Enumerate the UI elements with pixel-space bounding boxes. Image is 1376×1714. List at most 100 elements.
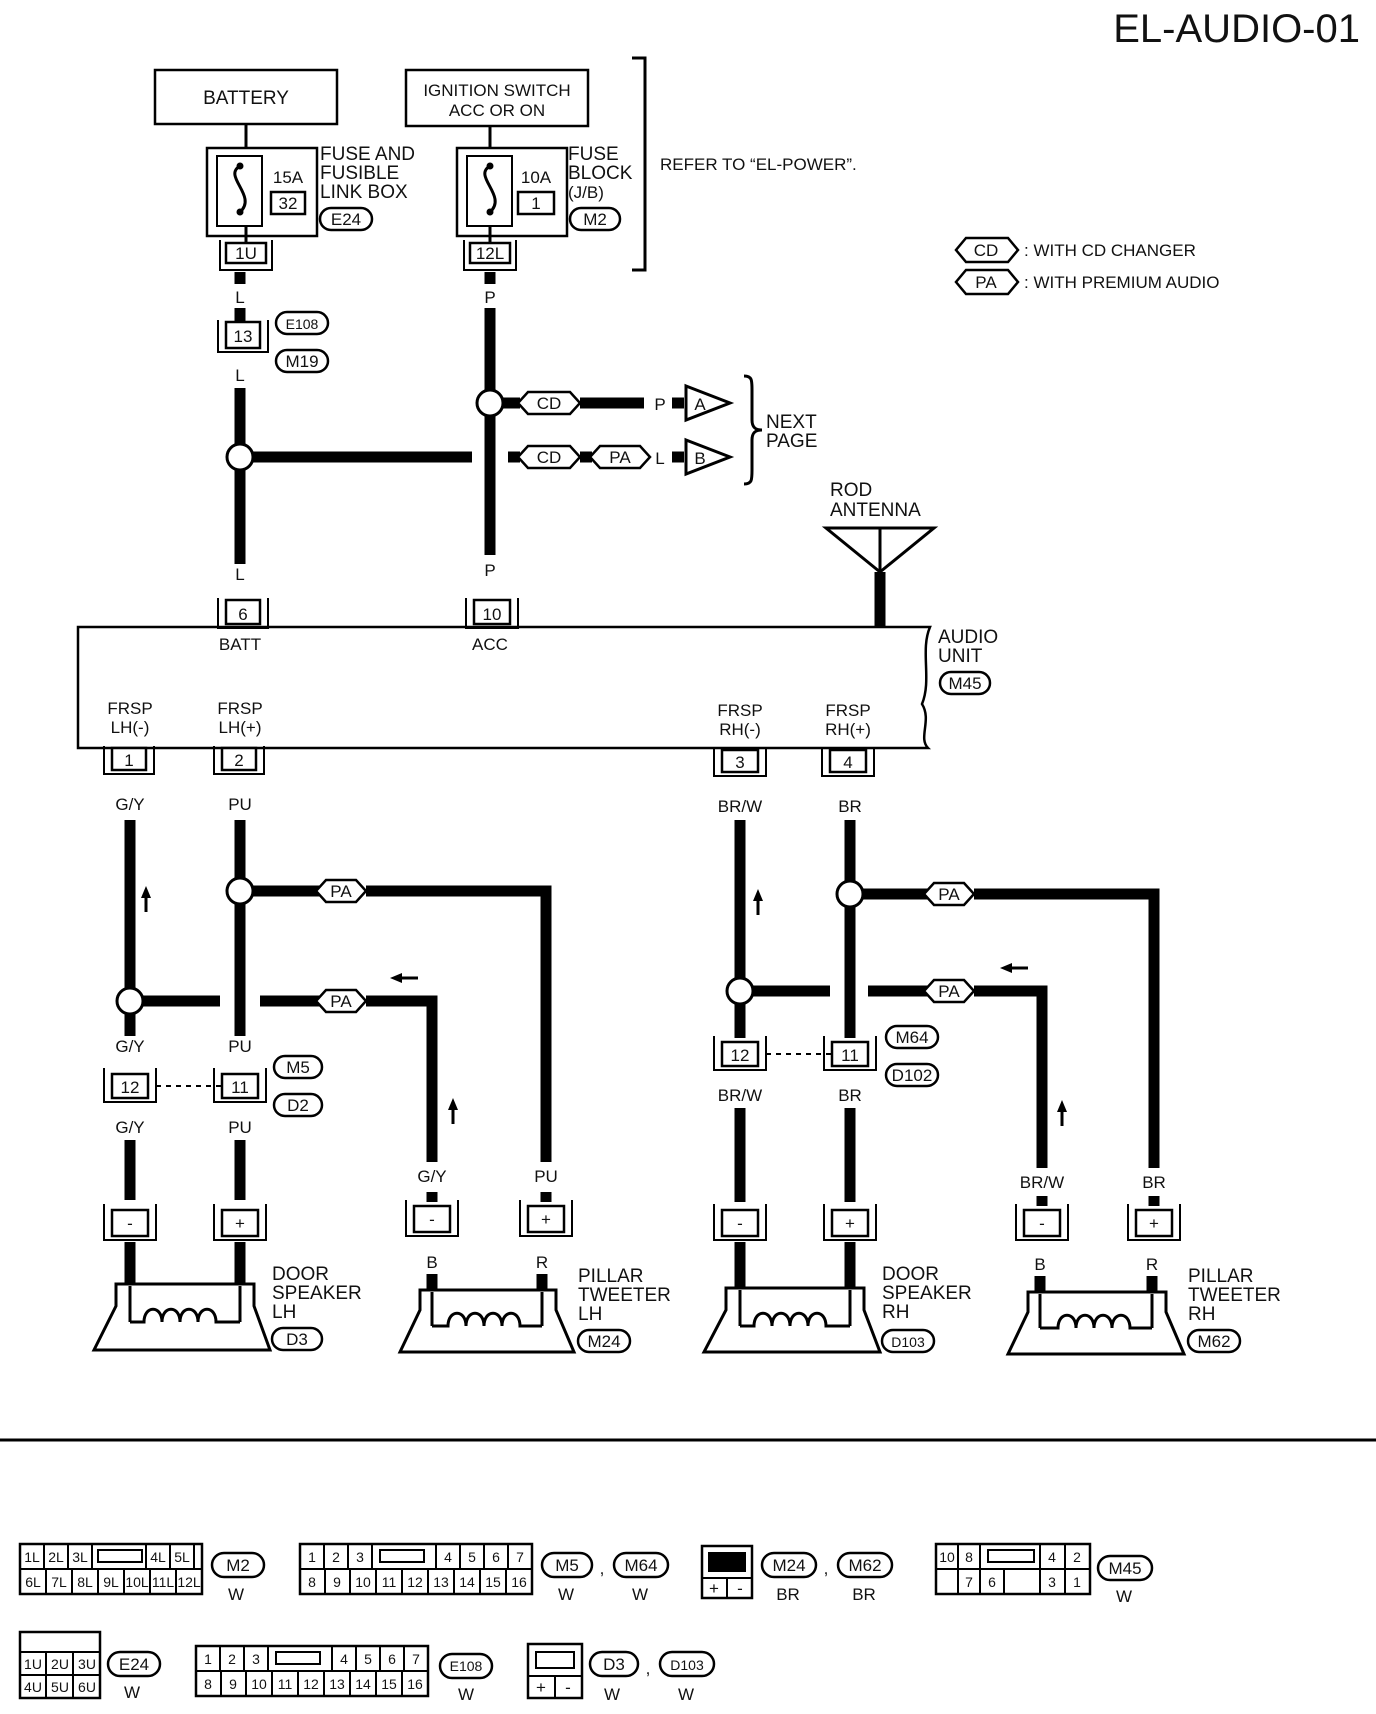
page-title: EL-AUDIO-01 [1113, 7, 1360, 51]
wire-label-brw-top: BR/W [718, 797, 762, 816]
m5-cell-1: 1 [308, 1549, 316, 1565]
m2-cell-4L: 4L [150, 1549, 166, 1565]
next-a-cd-tag: CD [537, 394, 562, 413]
tw-rh-minus-wire: B [1034, 1255, 1045, 1274]
wire-label-tw-lh-minus: G/Y [417, 1167, 446, 1186]
m2-cell-2L: 2L [48, 1549, 64, 1565]
legend: CD : WITH CD CHANGER PA : WITH PREMIUM A… [954, 236, 1220, 296]
connector-view-m24: + - [700, 1544, 754, 1600]
door-lh-plus-sign: + [235, 1214, 245, 1233]
connector-d2-oval [272, 1092, 324, 1118]
terminal-13 [224, 320, 262, 350]
audio-terminal-6: 6 [217, 598, 269, 629]
door-rh-label-1: DOOR [882, 1264, 939, 1285]
wire-label-tw-rh-minus: BR/W [1020, 1173, 1064, 1192]
frsp-lh-minus-2: LH(-) [111, 718, 150, 737]
audio-batt-label: BATT [219, 635, 261, 654]
fuse-e24-connector: E24 [331, 210, 361, 229]
connector-view-m45: 10 8 4 2 7 6 3 1 [934, 1542, 1092, 1596]
wire-label-rh-brw-joint-bot: BR/W [718, 1086, 762, 1105]
wire-label-acc-top: P [484, 288, 495, 307]
next-b-cd-tag-shape [516, 444, 582, 470]
tw-lh-minus-sign: - [429, 1210, 435, 1229]
m2-cell-9L: 9L [103, 1574, 119, 1590]
tw-rh-plus-terminal: + [1127, 1204, 1181, 1241]
battery-label: BATTERY [203, 88, 289, 109]
antenna-label-2: ANTENNA [830, 500, 921, 521]
audio-unit-label-2: UNIT [938, 646, 983, 667]
next-page-line2: PAGE [766, 431, 817, 452]
audio-unit-label-1: AUDIO [938, 627, 998, 648]
e108-cell-6: 6 [388, 1651, 396, 1667]
connector-m24-tag: M24 [587, 1332, 620, 1351]
m5-cell-9: 9 [333, 1574, 341, 1590]
m5-cell-14: 14 [459, 1574, 475, 1590]
audio-terminal-6-label: 6 [238, 605, 247, 624]
e108-cell-9: 9 [229, 1676, 237, 1692]
lh-pa-tag-2 [314, 988, 368, 1014]
door-speaker-lh: - + [91, 1204, 273, 1352]
e24-cell-5U: 5U [51, 1679, 69, 1695]
e108-cell-12: 12 [303, 1676, 319, 1692]
m45-cell-7: 7 [965, 1574, 973, 1590]
m5-cell-3: 3 [356, 1549, 364, 1565]
e24-cell-3U: 3U [78, 1656, 96, 1672]
tw-rh-speaker-icon [1005, 1290, 1187, 1356]
audio-unit-box [76, 625, 932, 750]
frsp-lh-plus-2: LH(+) [219, 718, 262, 737]
e108-cell-2: 2 [228, 1651, 236, 1667]
pillar-tweeter-lh: - + B R [397, 1192, 577, 1354]
m5-cell-7: 7 [516, 1549, 524, 1565]
m2-cell-7L: 7L [51, 1574, 67, 1590]
audio-acc-label: ACC [472, 635, 508, 654]
next-b-cd-tag: CD [537, 448, 562, 467]
m5-cell-4: 4 [444, 1549, 452, 1565]
connector-m62-oval [1186, 1328, 1242, 1354]
wire-label-acc: P [484, 561, 495, 580]
m45-cell-3: 3 [1048, 1574, 1056, 1590]
rh-joint-terminal-11: 11 [823, 1036, 877, 1071]
rh-joint-terminal-12: 12 [713, 1036, 767, 1071]
connector-m19-oval [274, 348, 330, 374]
e108-cell-16: 16 [407, 1676, 423, 1692]
tw-rh-minus-terminal: - [1015, 1204, 1069, 1241]
lh-joint-terminal-12-label: 12 [121, 1078, 140, 1097]
fuse-e24-amp: 15A [273, 168, 304, 187]
e24-cell-4U: 4U [24, 1679, 42, 1695]
tw-lh-label-2: TWEETER [578, 1285, 671, 1306]
audio-unit-connector-oval [938, 670, 992, 696]
e108-cell-10: 10 [251, 1676, 267, 1692]
audio-terminal-10: 10 [465, 598, 519, 629]
connector-d103-tag: D103 [891, 1334, 925, 1350]
wire-label-lh-pu-joint-bot: PU [228, 1118, 252, 1137]
m5-cell-16: 16 [511, 1574, 527, 1590]
wire-label-battery-mid: L [235, 366, 244, 385]
tw-lh-label-1: PILLAR [578, 1266, 643, 1287]
audio-terminal-2-label: 2 [234, 751, 243, 770]
connector-m64-oval [884, 1024, 940, 1050]
e108-cell-15: 15 [381, 1676, 397, 1692]
cv-m64-tag: M64 [624, 1556, 657, 1575]
wire-label-lh-gy-joint-bot: G/Y [115, 1118, 144, 1137]
audio-terminal-10-label: 10 [483, 605, 502, 624]
cv-e24-tag: E24 [119, 1655, 149, 1674]
cv-e108-oval [438, 1652, 494, 1680]
wire-label-tw-rh-plus: BR [1142, 1173, 1166, 1192]
door-rh-plus-terminal: + [823, 1204, 877, 1241]
m5-cell-15: 15 [485, 1574, 501, 1590]
cv-m45-tag: M45 [1108, 1559, 1141, 1578]
m24-cell-plus: + [709, 1579, 719, 1598]
wire-label-tw-lh-plus: PU [534, 1167, 558, 1186]
fuse-m2-connector: M2 [583, 210, 607, 229]
cv-d103-oval [658, 1650, 716, 1678]
audio-terminal-1: 1 [103, 746, 155, 775]
wire-label-lh-pu-joint-top: PU [228, 1037, 252, 1056]
tw-lh-plus-wire: R [536, 1253, 548, 1272]
frsp-rh-plus-2: RH(+) [825, 720, 871, 739]
fuse-e24-connector-oval [318, 206, 374, 232]
connector-d3-oval [270, 1326, 324, 1352]
next-b-pa-tag-shape [588, 444, 652, 470]
frsp-rh-plus-1: FRSP [825, 701, 870, 720]
cv-d3-tag: D3 [603, 1655, 625, 1674]
m2-cell-12L: 12L [177, 1574, 201, 1590]
